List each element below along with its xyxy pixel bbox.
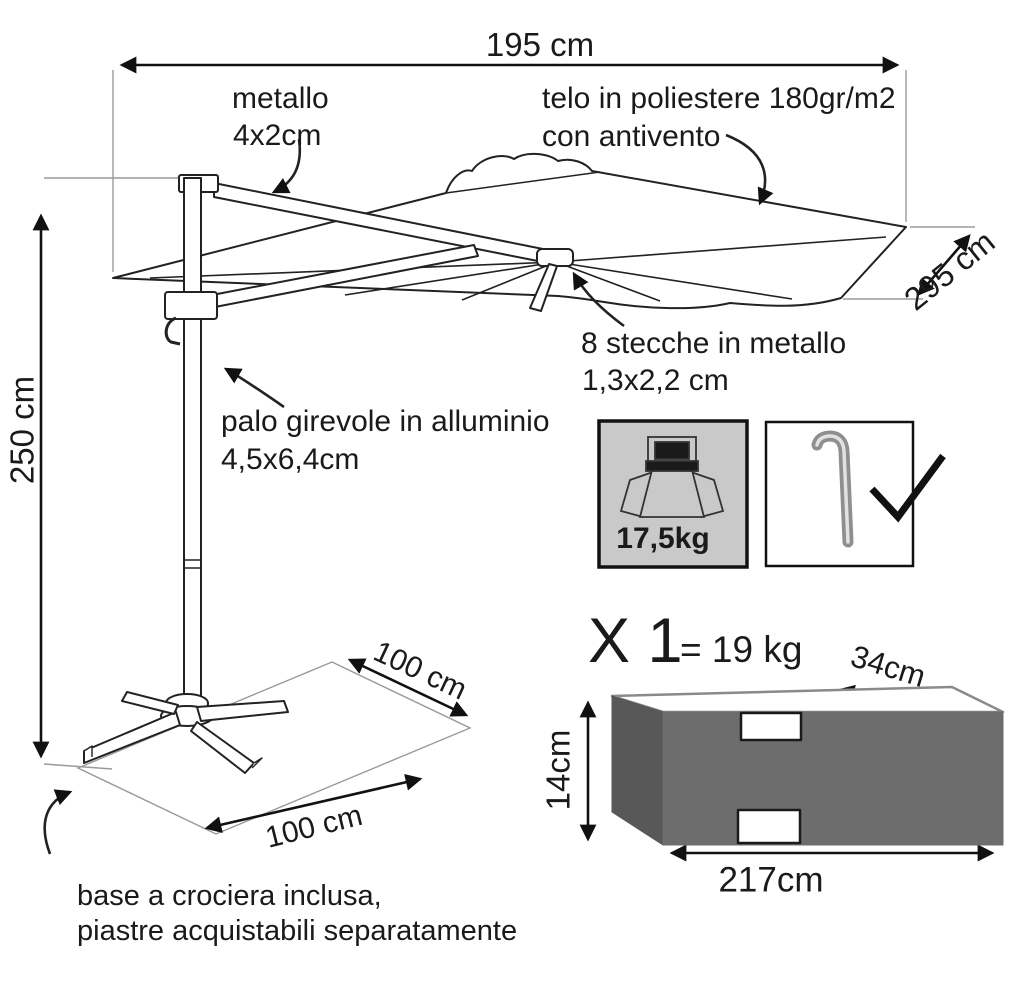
ribs-note-line1: 8 stecche in metallo bbox=[581, 327, 847, 360]
package-label-bottom bbox=[736, 808, 802, 845]
package-count: X 1 bbox=[588, 606, 683, 676]
arrow-to-base bbox=[43, 789, 73, 855]
weight-capacity-badge bbox=[597, 419, 749, 569]
base-footprint-outline bbox=[76, 661, 472, 835]
allen-key-icon bbox=[811, 430, 854, 548]
package-box bbox=[610, 685, 1005, 846]
canopy-vent-edge bbox=[445, 171, 601, 194]
bracket-note-line2: 4x2cm bbox=[233, 119, 322, 152]
dim-label-width-195: 195 cm bbox=[485, 26, 595, 63]
arrow-to-ribs bbox=[572, 271, 625, 328]
cross-base bbox=[83, 691, 289, 774]
pole-joint bbox=[184, 559, 201, 569]
base-weight-icon bbox=[619, 436, 725, 519]
pole-note-line2: 4,5x6,4cm bbox=[221, 443, 360, 476]
package-height-label: 14cm bbox=[539, 729, 577, 811]
bracket-note-line1: metallo bbox=[232, 82, 329, 115]
canopy-hub bbox=[536, 248, 574, 267]
dim-base-100-front bbox=[204, 773, 423, 834]
arrow-to-canopy bbox=[725, 133, 774, 206]
hanging-hook bbox=[164, 316, 181, 346]
canopy-note-line1: telo in poliestere 180gr/m2 bbox=[542, 82, 896, 115]
package-weight: = 19 kg bbox=[680, 629, 803, 670]
footer-note-line1: base a crociera inclusa, bbox=[77, 880, 382, 912]
checkmark-icon bbox=[869, 453, 946, 523]
dim-base-100-back bbox=[347, 658, 469, 717]
tools-included-badge bbox=[764, 420, 946, 568]
package-label-top bbox=[739, 711, 803, 742]
dim-label-height-250: 250 cm bbox=[3, 375, 41, 485]
dim-depth-295 bbox=[917, 234, 971, 296]
umbrella-drawing bbox=[83, 153, 907, 774]
base-weight-value: 17,5kg bbox=[616, 522, 710, 556]
arrow-to-bracket bbox=[271, 138, 302, 194]
arrow-to-pole bbox=[223, 367, 285, 409]
footer-note-line2: piastre acquistabili separatamente bbox=[77, 915, 518, 947]
crank-bracket bbox=[164, 291, 218, 320]
canopy-note-line2: con antivento bbox=[542, 120, 721, 153]
extension-lines bbox=[43, 70, 975, 835]
package-width-label: 217cm bbox=[718, 860, 824, 900]
ribs-note-line2: 1,3x2,2 cm bbox=[582, 364, 729, 397]
umbrella-canopy bbox=[112, 153, 907, 310]
umbrella-pole bbox=[183, 177, 202, 711]
hub-strut bbox=[529, 263, 558, 312]
pole-note-line1: palo girevole in alluminio bbox=[221, 405, 550, 438]
